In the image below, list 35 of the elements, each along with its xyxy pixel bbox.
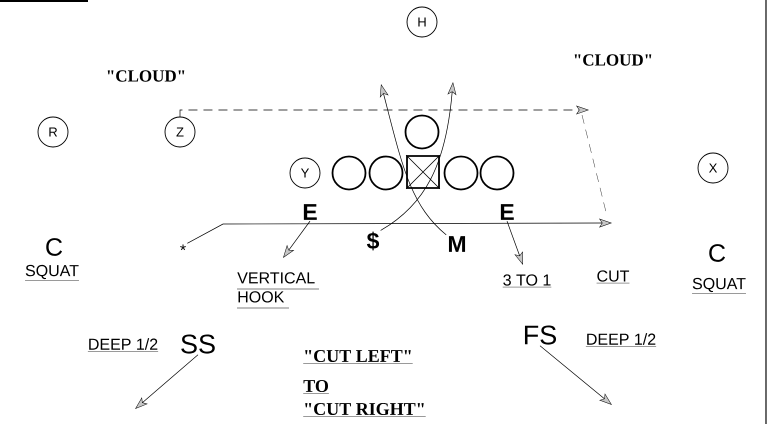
defender-letter: M xyxy=(448,236,466,252)
defender-letter: $ xyxy=(366,232,380,250)
assignment-label: CUT xyxy=(596,270,630,284)
safety-letter: FS xyxy=(524,325,556,345)
defender-letter: C xyxy=(709,244,726,262)
lineman-circle xyxy=(368,156,404,190)
route-arrow xyxy=(180,106,588,117)
assignment-label: SQUAT xyxy=(692,278,746,294)
route-arrow xyxy=(283,220,310,258)
call-label: "CUT LEFT" xyxy=(303,350,413,364)
lineman-circle xyxy=(332,156,366,190)
defender-letter: E xyxy=(500,204,514,220)
center-square xyxy=(406,154,440,190)
assignment-label: SQUAT xyxy=(24,264,80,281)
coverage-call: "CLOUD" xyxy=(108,70,184,82)
safety-letter: SS xyxy=(181,334,215,354)
assignment-label: DEEP 1/2 xyxy=(586,333,656,346)
defender-letter: C xyxy=(46,238,62,256)
lineman-circle xyxy=(404,114,440,150)
route-arrow xyxy=(380,82,456,231)
asterisk: * xyxy=(180,244,186,250)
assignment-label: 3 TO 1 xyxy=(502,274,552,288)
assignment-label: DEEP 1/2 xyxy=(88,338,158,352)
route-arrow xyxy=(380,84,447,236)
defender-letter: E xyxy=(304,204,317,220)
route-arrow xyxy=(186,218,612,244)
call-label: "CUT RIGHT" xyxy=(303,402,426,417)
route-arrow xyxy=(135,354,198,409)
route-arrow xyxy=(506,220,523,265)
lineman-circle xyxy=(480,156,514,190)
route-arrow xyxy=(540,345,612,405)
coverage-call: "CLOUD" xyxy=(574,54,652,66)
assignment-label: VERTICAL HOOK xyxy=(236,272,320,308)
lineman-circle xyxy=(444,156,478,190)
call-label: TO xyxy=(303,380,330,394)
